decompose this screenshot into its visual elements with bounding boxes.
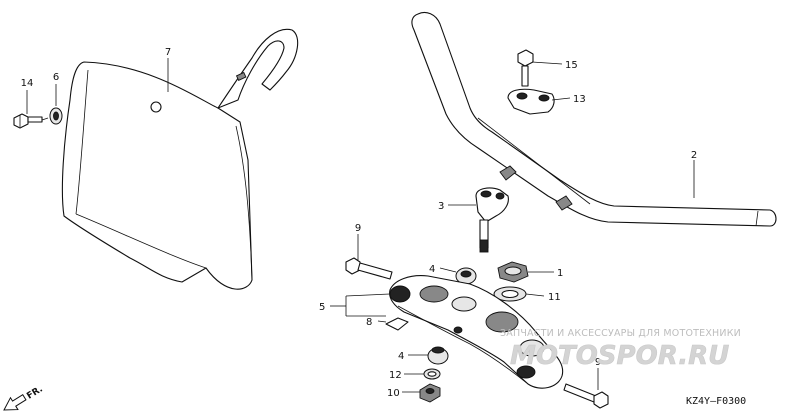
bushing-4-upper bbox=[455, 267, 477, 285]
plate-8 bbox=[385, 317, 409, 331]
callout-8: 8 bbox=[366, 317, 372, 328]
watermark-logo: MOTOSPOR.RU bbox=[510, 341, 729, 371]
top-bridge-5 bbox=[389, 275, 564, 389]
callout-11: 11 bbox=[548, 292, 561, 303]
bolt-9-upper bbox=[345, 257, 393, 280]
callout-4-upper: 4 bbox=[429, 264, 435, 275]
number-plate bbox=[61, 28, 299, 290]
nut-1 bbox=[497, 261, 529, 283]
watermark: ЗАПЧАСТИ И АКСЕССУАРЫ ДЛЯ МОТОТЕХНИКИ MO… bbox=[500, 328, 741, 371]
bushing-4-lower bbox=[427, 346, 449, 365]
callout-labels: 7 14 6 15 13 2 3 9 4 1 11 5 8 4 12 10 9 bbox=[21, 47, 698, 399]
callout-10: 10 bbox=[387, 388, 400, 399]
watermark-text: ЗАПЧАСТИ И АКСЕССУАРЫ ДЛЯ МОТОТЕХНИКИ bbox=[500, 328, 741, 339]
callout-3: 3 bbox=[438, 201, 444, 212]
bolt-14 bbox=[13, 113, 43, 129]
callout-12: 12 bbox=[389, 370, 402, 381]
callout-9-upper: 9 bbox=[355, 223, 361, 234]
callout-2: 2 bbox=[691, 150, 697, 161]
nut-10 bbox=[419, 383, 441, 403]
callout-14: 14 bbox=[21, 78, 34, 89]
bolt-15 bbox=[517, 49, 534, 87]
callout-6: 6 bbox=[53, 72, 59, 83]
collar-12 bbox=[423, 368, 441, 380]
upper-holder-13 bbox=[507, 88, 555, 115]
collar-6 bbox=[49, 107, 63, 125]
leader-lines bbox=[26, 58, 695, 393]
bolt-9-lower bbox=[563, 383, 609, 409]
lower-holder-3 bbox=[475, 187, 509, 253]
callout-5: 5 bbox=[319, 302, 325, 313]
front-direction-arrow: FR. bbox=[3, 384, 45, 411]
callout-9-lower: 9 bbox=[595, 357, 601, 368]
callout-7: 7 bbox=[165, 47, 171, 58]
washer-11 bbox=[493, 286, 527, 302]
callout-15: 15 bbox=[565, 60, 578, 71]
callout-13: 13 bbox=[573, 94, 586, 105]
direction-label: FR. bbox=[25, 384, 44, 401]
callout-1: 1 bbox=[557, 268, 563, 279]
diagram-code: KZ4Y—F0300 bbox=[686, 396, 746, 407]
callout-4-lower: 4 bbox=[398, 351, 404, 362]
handlebar bbox=[411, 11, 777, 227]
